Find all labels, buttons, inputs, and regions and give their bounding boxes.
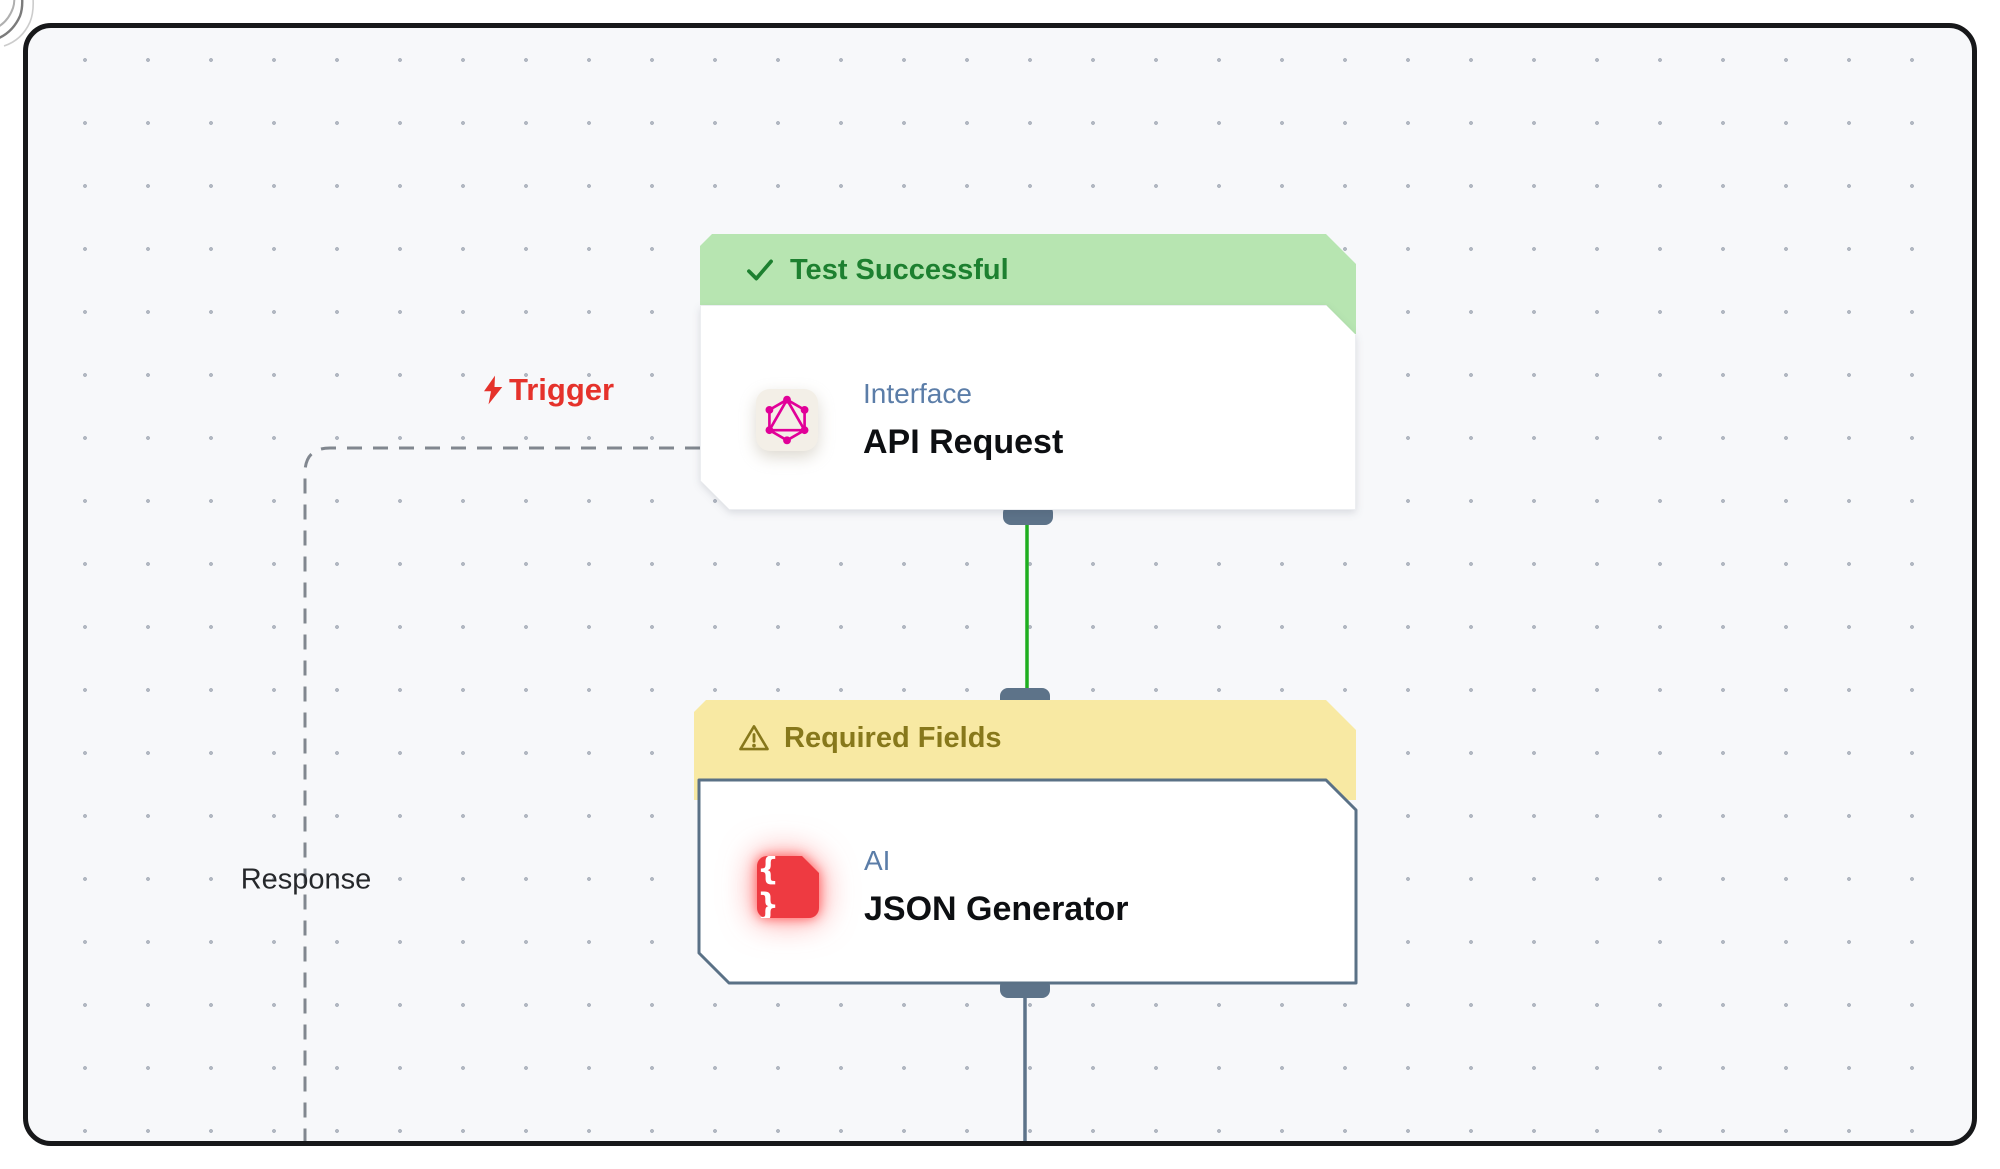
connection-edges <box>303 446 1029 1141</box>
status-banner-label: Required Fields <box>784 722 1002 754</box>
node-json-generator-content: { } AI JSON Generator <box>757 845 1129 929</box>
node-category: Interface <box>863 378 972 409</box>
node-icon-badge <box>756 389 818 451</box>
corner-doodle-icon <box>0 0 34 47</box>
api-request-output-handle[interactable] <box>1003 505 1053 525</box>
node-category: AI <box>864 845 891 876</box>
node-title: API Request <box>863 423 1064 461</box>
workflow-canvas[interactable]: Trigger Response Test Successful <box>23 23 1977 1146</box>
node-icon-badge: { } <box>757 856 819 918</box>
status-banner-label: Test Successful <box>790 254 1009 286</box>
braces-icon: { } <box>757 856 819 918</box>
node-api-request-content: Interface API Request <box>756 378 1063 462</box>
node-json-generator[interactable] <box>697 778 1358 985</box>
node-title: JSON Generator <box>864 890 1129 928</box>
graphql-icon <box>765 395 809 445</box>
warning-icon <box>738 722 770 754</box>
trigger-label-text: Trigger <box>509 372 615 407</box>
lightning-bolt-icon <box>484 375 503 405</box>
trigger-response-edge[interactable] <box>303 446 700 1141</box>
trigger-edge-label: Trigger <box>478 372 614 408</box>
check-icon <box>744 254 776 286</box>
response-edge-label: Response <box>240 863 372 896</box>
